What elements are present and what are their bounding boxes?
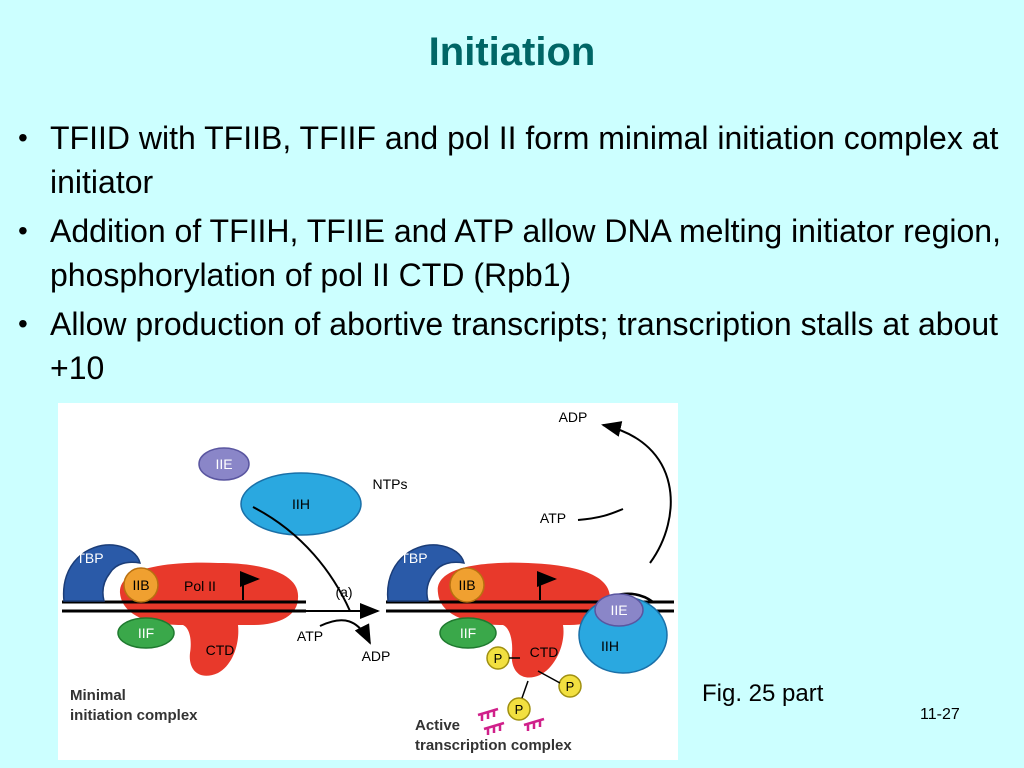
page-number: 11-27 bbox=[920, 706, 960, 723]
ctd-left-label: CTD bbox=[206, 642, 235, 658]
iih-free-label: IIH bbox=[292, 496, 310, 512]
start-site-arrow-right-icon bbox=[537, 571, 557, 600]
bullet-dot-icon: • bbox=[18, 215, 28, 246]
iih-bound-label: IIH bbox=[601, 638, 619, 654]
minimal-initiation-complex: TBP IIB Pol II IIF CTD Minimal initiatio… bbox=[62, 544, 306, 724]
cycle-atp-label: ATP bbox=[540, 510, 566, 526]
factor-entry-arrow-icon bbox=[252, 506, 351, 612]
bullet-text: TFIID with TFIIB, TFIIF and pol II form … bbox=[50, 120, 999, 200]
phosphate-2 bbox=[558, 674, 582, 698]
reaction-a: (a) ATP ADP bbox=[252, 506, 391, 664]
iie-bound-label: IIE bbox=[610, 602, 627, 618]
iih-free bbox=[240, 472, 362, 536]
iie-bound bbox=[594, 593, 644, 627]
figure-caption: Fig. 25 part bbox=[702, 680, 824, 707]
reaction-atp-label: ATP bbox=[297, 628, 323, 644]
bullet-dot-icon: • bbox=[18, 308, 28, 339]
minimal-complex-label-line2: initiation complex bbox=[70, 707, 198, 724]
bullet-dot-icon: • bbox=[18, 122, 28, 153]
cycle-adp-label: ADP bbox=[559, 409, 588, 425]
ntps-label: NTPs bbox=[373, 476, 408, 492]
iif-left-label: IIF bbox=[138, 625, 154, 641]
reaction-adp-label: ADP bbox=[362, 648, 391, 664]
initiation-diagram: TBP IIB Pol II IIF CTD Minimal initiatio… bbox=[62, 409, 674, 754]
pol2-left-label: Pol II bbox=[184, 578, 216, 594]
bullet-item: • TFIID with TFIIB, TFIIF and pol II form… bbox=[14, 116, 1004, 204]
atp-adp-arrow-icon bbox=[319, 619, 371, 645]
bullet-item: • Allow production of abortive transcript… bbox=[14, 302, 1004, 390]
tbp-right bbox=[386, 544, 466, 602]
ctd-right-label: CTD bbox=[530, 644, 559, 660]
iib-right bbox=[449, 567, 485, 603]
cycle-arrow-icon bbox=[601, 421, 672, 564]
iib-left bbox=[123, 567, 159, 603]
iif-left bbox=[117, 617, 175, 649]
start-site-arrow-left-icon bbox=[240, 571, 260, 600]
active-complex-label-line2: transcription complex bbox=[415, 737, 572, 754]
bullet-item: • Addition of TFIIH, TFIIE and ATP allow … bbox=[14, 209, 1004, 297]
reaction-step-label: (a) bbox=[335, 584, 352, 600]
phosphate-3 bbox=[507, 697, 531, 721]
tbp-left-label: TBP bbox=[76, 550, 103, 566]
phosphate-3-label: P bbox=[515, 702, 524, 717]
iie-free bbox=[198, 447, 250, 481]
tbp-left bbox=[62, 544, 142, 602]
initiation-figure: TBP IIB Pol II IIF CTD Minimal initiatio… bbox=[58, 403, 678, 760]
abortive-transcripts-icon bbox=[477, 707, 545, 735]
pol2-body-left bbox=[119, 562, 299, 676]
active-complex-label-line1: Active bbox=[415, 717, 460, 734]
tbp-right-label: TBP bbox=[400, 550, 427, 566]
minimal-complex-label-line1: Minimal bbox=[70, 687, 126, 704]
phosphate-2-label: P bbox=[566, 679, 575, 694]
iib-right-label: IIB bbox=[458, 577, 475, 593]
free-factors: IIE IIH NTPs bbox=[198, 447, 408, 536]
slide-title: Initiation bbox=[428, 30, 596, 74]
cycle-atp-line bbox=[577, 508, 624, 521]
bullet-text: Addition of TFIIH, TFIIE and ATP allow D… bbox=[50, 213, 1001, 293]
phosphate-link-3 bbox=[521, 680, 529, 699]
iif-right-label: IIF bbox=[460, 625, 476, 641]
bullet-list: • TFIID with TFIIB, TFIIF and pol II form… bbox=[14, 116, 1004, 395]
active-transcription-complex: IIH IIE TBP IIB IIF CTD P P P ADP bbox=[386, 409, 674, 754]
iib-left-label: IIB bbox=[132, 577, 149, 593]
phosphate-1-label: P bbox=[494, 651, 503, 666]
iif-right bbox=[439, 617, 497, 649]
bullet-text: Allow production of abortive transcripts… bbox=[50, 306, 999, 386]
phosphate-link-2 bbox=[537, 670, 561, 684]
iie-free-label: IIE bbox=[215, 456, 232, 472]
